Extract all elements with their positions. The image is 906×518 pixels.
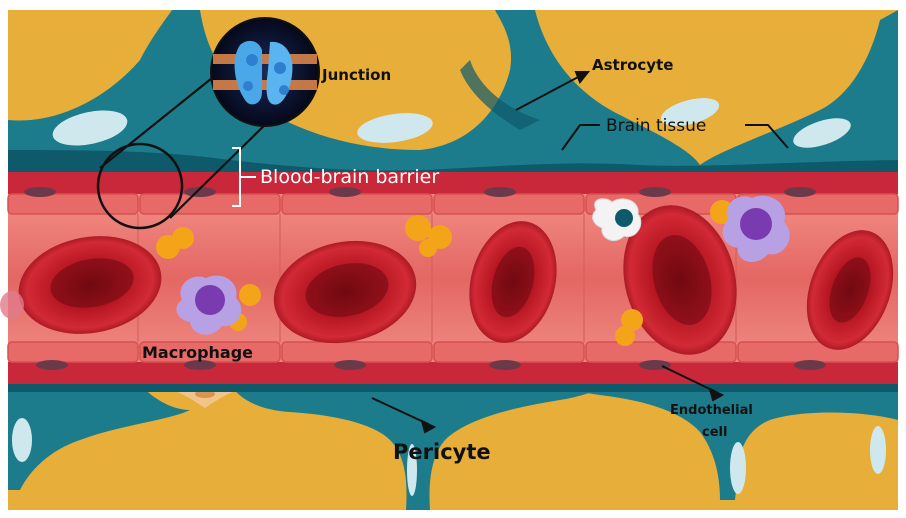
macrophage-label: Macrophage: [142, 343, 253, 362]
astrocyte-label: Astrocyte: [592, 56, 673, 74]
pericyte-label: Pericyte: [393, 440, 491, 464]
blood-brain-barrier-label: Blood-brain barrier: [260, 166, 439, 188]
endothelial-label-line2: cell: [702, 425, 727, 440]
vessel-wall-bottom: [8, 362, 898, 384]
vessel-wall-top: [8, 172, 898, 194]
endothelial-label-line1: Endothelial: [670, 403, 753, 418]
junction-label: Junction: [321, 66, 391, 84]
protein-junction-inset: [211, 18, 319, 126]
brain-tissue-label: Brain tissue: [606, 116, 706, 136]
